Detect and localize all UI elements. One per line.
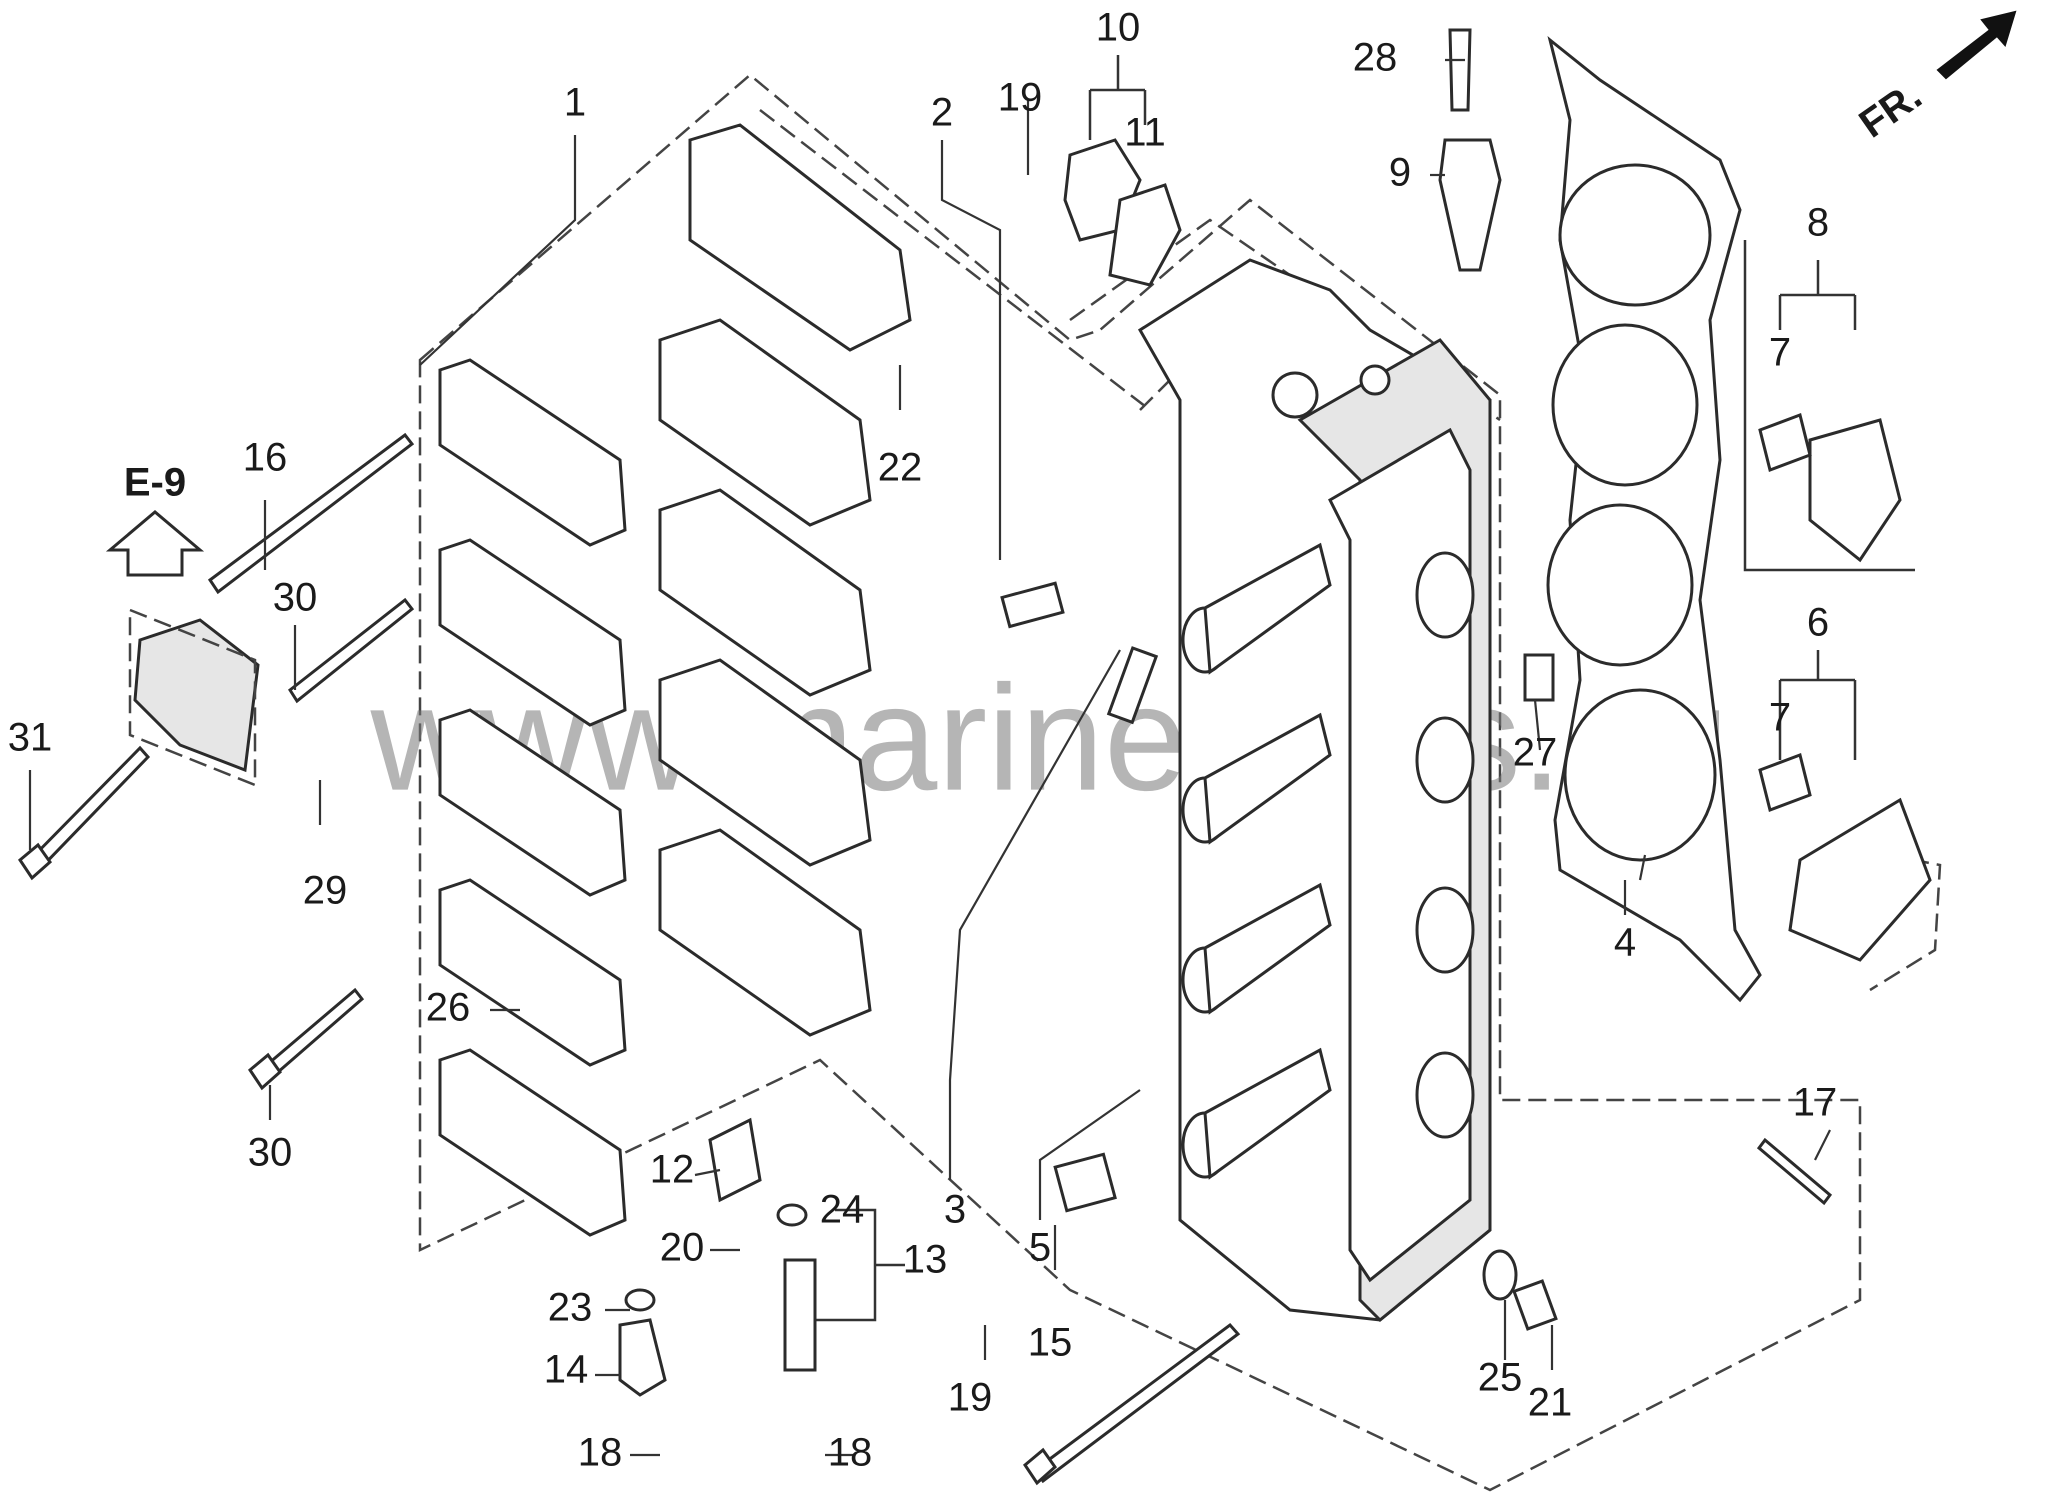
callout-20: 20 xyxy=(660,1226,705,1270)
callout-23: 23 xyxy=(548,1286,593,1330)
orientation-label: FR. xyxy=(1852,74,1930,147)
callout-11: 11 xyxy=(1124,111,1166,155)
callout-1: 1 xyxy=(564,81,586,125)
callout-3: 3 xyxy=(944,1188,966,1232)
callout-9: 9 xyxy=(1389,151,1411,195)
camshaft-holder-stack-right xyxy=(658,123,912,1037)
camshaft-holder-stack-left xyxy=(438,358,627,1237)
callout-30-upper: 30 xyxy=(273,576,318,620)
callout-10: 10 xyxy=(1096,6,1141,50)
callouts: 1 2 3 4 5 6 7 7 8 9 10 11 12 13 14 15 16… xyxy=(8,6,1838,1475)
callout-2: 2 xyxy=(931,91,953,135)
callout-31: 31 xyxy=(8,716,53,760)
callout-24: 24 xyxy=(820,1188,865,1232)
bracket-13 xyxy=(800,1208,905,1322)
callout-5: 5 xyxy=(1029,1226,1051,1270)
bracket-6 xyxy=(1778,650,1857,760)
callout-16: 16 xyxy=(243,436,288,480)
callout-8: 8 xyxy=(1807,201,1829,245)
bracket-10-11 xyxy=(1088,55,1147,140)
cam-journals xyxy=(1181,542,1332,1180)
callout-27: 27 xyxy=(1513,731,1558,775)
callout-17: 17 xyxy=(1793,1081,1838,1125)
callout-19-top: 19 xyxy=(998,76,1043,120)
front-arrow-icon: FR. xyxy=(1852,10,2017,147)
callout-19-bottom: 19 xyxy=(948,1376,993,1420)
callout-15: 15 xyxy=(1028,1321,1073,1365)
callout-29: 29 xyxy=(303,869,348,913)
callout-7-upper: 7 xyxy=(1769,331,1791,375)
leader-lines xyxy=(28,58,1831,1457)
reference-arrow xyxy=(105,510,205,577)
reference-label: E-9 xyxy=(124,461,186,505)
callout-12: 12 xyxy=(650,1148,695,1192)
group-top-dash xyxy=(759,109,1181,411)
callout-22: 22 xyxy=(878,446,923,490)
callout-26: 26 xyxy=(426,986,471,1030)
head-gasket xyxy=(1546,36,1762,1003)
small-parts xyxy=(18,28,1932,1486)
cylinder-head xyxy=(1137,258,1492,1323)
callout-25: 25 xyxy=(1478,1356,1523,1400)
head-ports xyxy=(1415,551,1475,1139)
callout-18-right: 18 xyxy=(828,1431,873,1475)
callout-14: 14 xyxy=(544,1348,589,1392)
callout-4: 4 xyxy=(1614,921,1636,965)
callout-6: 6 xyxy=(1807,601,1829,645)
bracket-8-box xyxy=(1743,240,1915,572)
callout-21: 21 xyxy=(1528,1381,1573,1425)
callout-28: 28 xyxy=(1353,36,1398,80)
group-1-outline xyxy=(418,73,1862,1492)
reference-dash xyxy=(128,608,257,787)
callout-7-lower: 7 xyxy=(1769,696,1791,740)
callout-30-lower: 30 xyxy=(248,1131,293,1175)
callout-13: 13 xyxy=(903,1238,948,1282)
bracket-8 xyxy=(1778,260,1857,330)
callout-18-left: 18 xyxy=(578,1431,623,1475)
